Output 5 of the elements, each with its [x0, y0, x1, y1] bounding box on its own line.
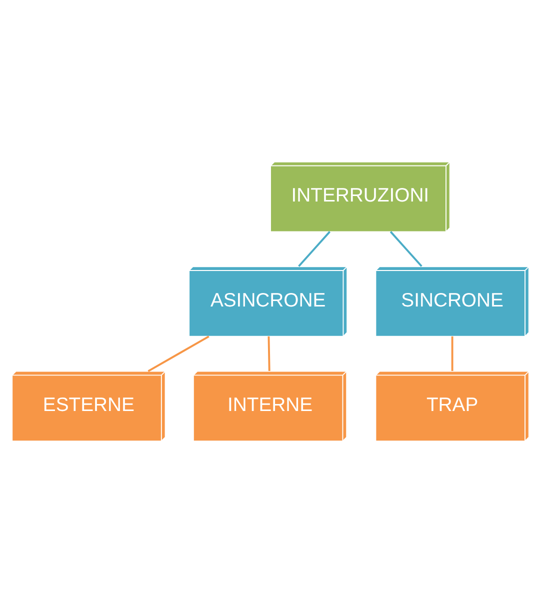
connector	[451, 336, 454, 371]
connector	[148, 336, 210, 372]
connector	[268, 336, 270, 371]
connector	[298, 231, 330, 267]
connector	[390, 231, 422, 267]
